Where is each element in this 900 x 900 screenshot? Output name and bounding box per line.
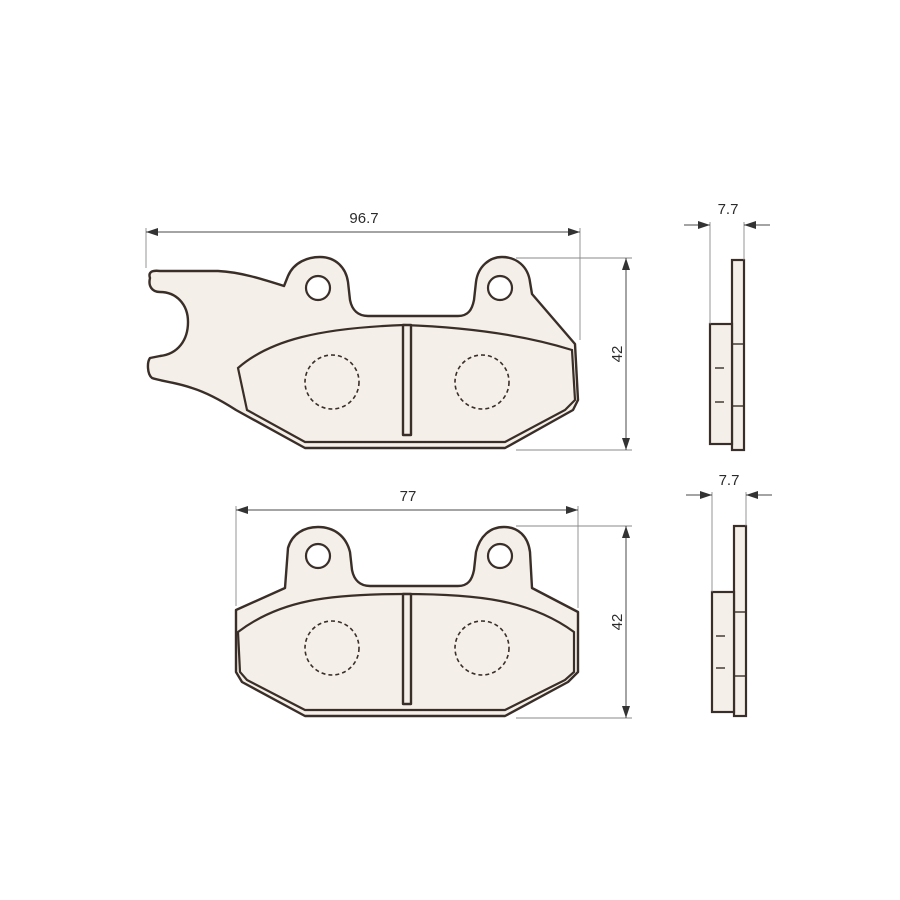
top-pad-center-slot bbox=[401, 323, 413, 437]
top-pad-backing-plate bbox=[146, 255, 580, 450]
top-side-friction-material bbox=[708, 322, 734, 446]
bottom-thickness-dimension: 7.7 bbox=[686, 472, 772, 592]
bottom-side-backing-plate bbox=[732, 524, 748, 718]
bottom-pad-friction-material bbox=[236, 592, 576, 712]
top-pad-right-hole bbox=[486, 274, 514, 302]
top-height-dimension: 42 bbox=[516, 257, 632, 451]
bottom-width-label: 77 bbox=[400, 488, 417, 505]
top-width-dimension: 96.7 bbox=[145, 210, 581, 340]
bottom-pad-side-view bbox=[710, 524, 748, 718]
top-pad-friction-material bbox=[236, 323, 577, 444]
bottom-pad-right-hole bbox=[486, 542, 514, 570]
bottom-height-label: 42 bbox=[609, 614, 626, 631]
bottom-side-friction-material bbox=[710, 590, 736, 714]
bottom-thickness-label: 7.7 bbox=[719, 472, 740, 489]
bottom-pad-front-view bbox=[234, 525, 580, 718]
top-width-label: 96.7 bbox=[349, 210, 378, 227]
top-pad-side-view bbox=[708, 258, 746, 452]
top-side-backing-plate bbox=[730, 258, 746, 452]
top-pad-left-hole bbox=[304, 274, 332, 302]
top-pad-left-piston-circle bbox=[304, 354, 360, 410]
bottom-height-dimension: 42 bbox=[516, 525, 632, 719]
top-thickness-label: 7.7 bbox=[718, 201, 739, 218]
bottom-pad-right-piston-circle bbox=[454, 620, 510, 676]
bottom-pad-left-hole bbox=[304, 542, 332, 570]
top-height-label: 42 bbox=[609, 346, 626, 363]
bottom-pad-center-slot bbox=[401, 592, 413, 706]
bottom-width-dimension: 77 bbox=[235, 488, 579, 608]
top-thickness-dimension: 7.7 bbox=[684, 201, 770, 324]
top-pad-right-piston-circle bbox=[454, 354, 510, 410]
top-pad-front-view bbox=[146, 255, 580, 450]
bottom-pad-left-piston-circle bbox=[304, 620, 360, 676]
